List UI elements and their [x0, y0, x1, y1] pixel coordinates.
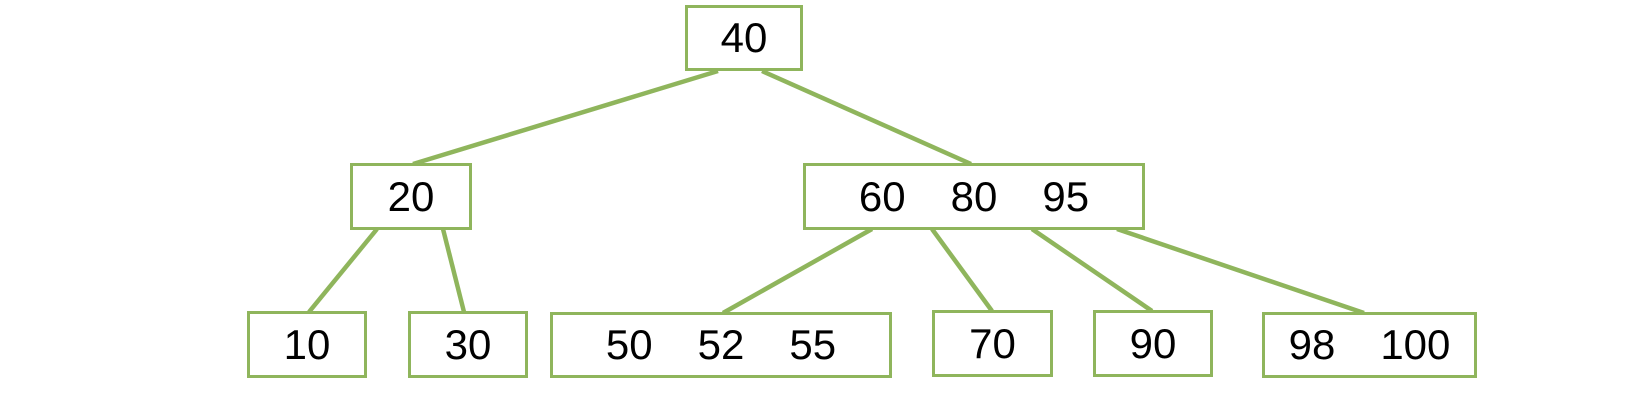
tree-edge-20-to-30: [440, 228, 467, 313]
node-key: 20: [387, 172, 435, 220]
tree-edge-60-to-70: [930, 227, 994, 313]
tree-node-98-100: 98 100: [1262, 312, 1477, 378]
node-key: 30: [444, 320, 492, 368]
tree-node-90: 90: [1093, 310, 1213, 377]
tree-edge-60-to-90: [1030, 227, 1154, 313]
node-key: 40: [720, 14, 768, 61]
tree-node-20: 20: [350, 163, 472, 230]
tree-node-30: 30: [408, 311, 528, 378]
node-key: 90: [1129, 319, 1177, 367]
tree-node-50-52-55: 50 52 55: [550, 312, 892, 378]
tree-edge-20-to-10: [307, 227, 379, 314]
node-key: 60: [858, 172, 906, 220]
node-key: 10: [283, 320, 331, 368]
node-key: 80: [950, 172, 998, 220]
tree-node-60-80-95: 60 80 95: [803, 163, 1145, 230]
node-key: 100: [1380, 321, 1451, 368]
tree-node-70: 70: [932, 310, 1053, 377]
node-key: 52: [697, 321, 745, 368]
node-key: 70: [969, 319, 1016, 367]
node-key: 50: [605, 321, 653, 368]
tree-edge-40-to-20: [412, 68, 719, 167]
tree-node-10: 10: [247, 311, 367, 378]
tree-edge-60-to-50-52-55: [721, 227, 874, 315]
tree-node-40: 40: [685, 5, 803, 71]
node-key: 98: [1288, 321, 1336, 368]
node-key: 55: [789, 321, 837, 368]
tree-edge-60-to-98-100: [1116, 226, 1365, 316]
node-key: 95: [1042, 172, 1090, 220]
tree-edge-40-to-60-80-95: [761, 68, 972, 167]
